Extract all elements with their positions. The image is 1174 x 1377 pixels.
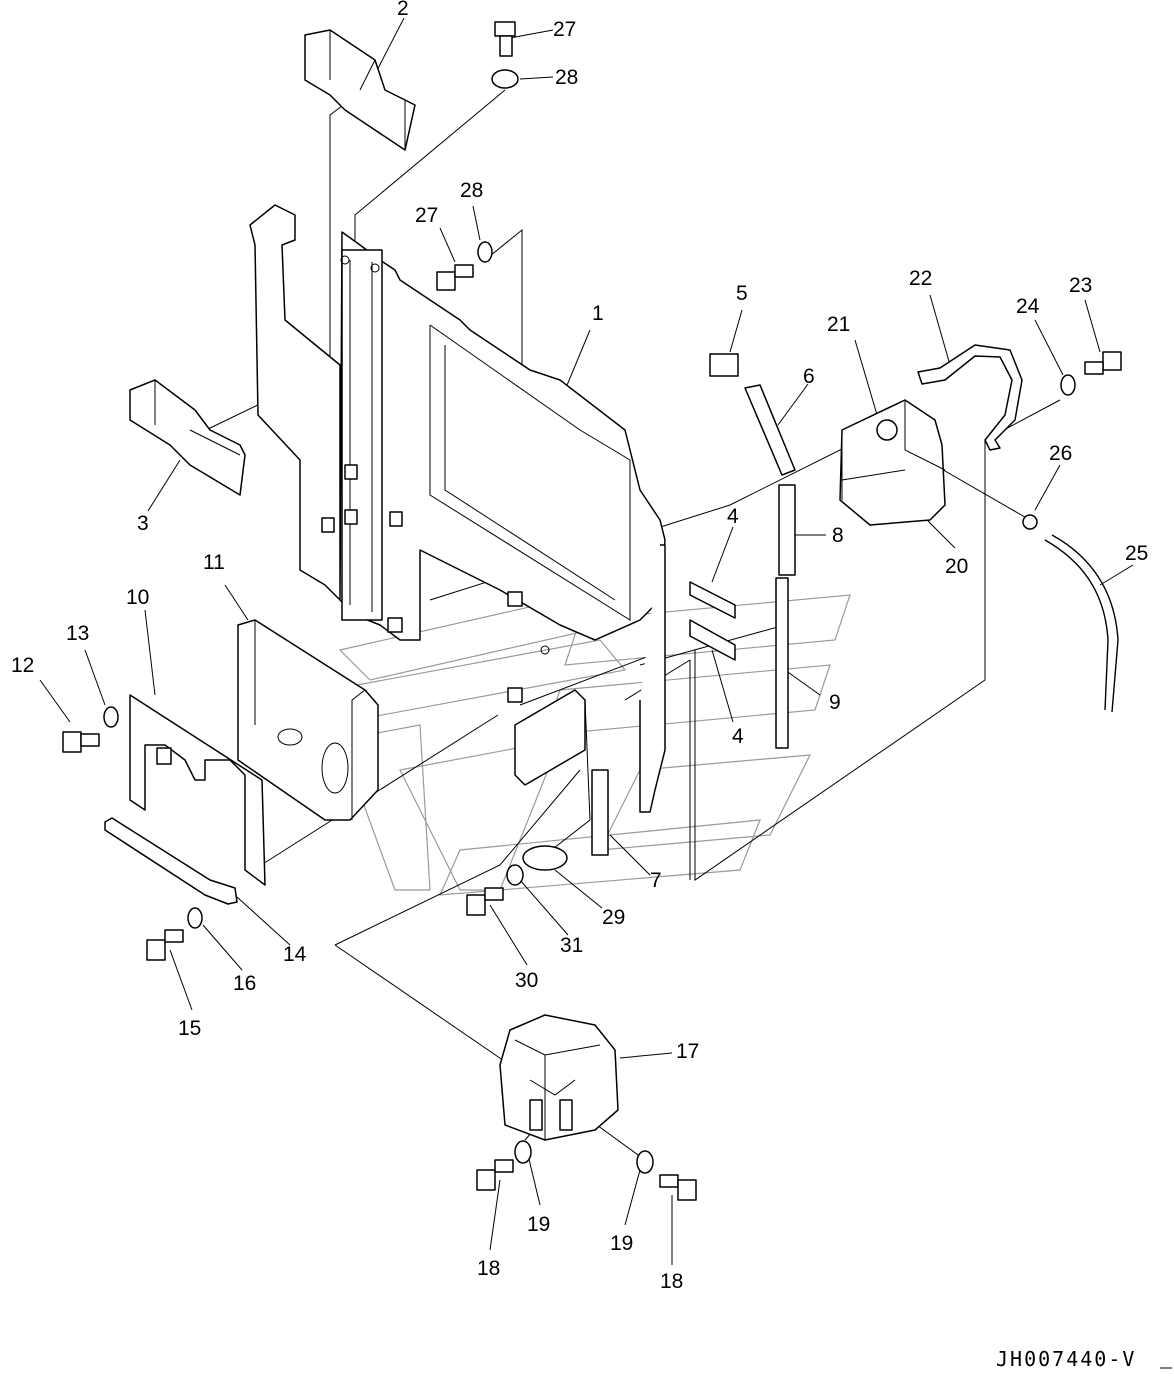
part-1-frame-panel [249,204,691,880]
callout-labels: 1 2 3 4 4 5 6 7 8 9 10 11 12 13 14 15 16… [11,0,1148,1293]
callout-26: 26 [1049,442,1072,465]
callout-28-top: 28 [555,66,578,89]
part-13-washer [103,706,119,728]
part-30-bolt [466,887,504,916]
part-4-pad-lower [689,619,736,661]
part-28-washer-top [491,69,519,89]
callout-23: 23 [1069,274,1092,297]
callout-20: 20 [945,555,968,578]
watermark-logo [328,594,851,896]
part-7-block [591,769,609,856]
callout-21: 21 [827,313,850,336]
callout-8: 8 [832,524,844,547]
callout-27-center: 27 [415,204,438,227]
part-6-strip [744,384,796,476]
callout-14: 14 [283,943,307,966]
part-15-bolt [146,929,184,961]
part-19-washer-right [636,1150,654,1174]
callout-29: 29 [602,906,625,929]
part-12-bolt [62,731,100,753]
part-18-bolt-left [476,1159,514,1191]
part-11-cover-box [237,619,379,821]
callout-12: 12 [11,654,34,677]
part-26-clip [1022,514,1038,530]
part-8-strip [778,484,796,576]
callout-9: 9 [829,691,841,714]
callout-30: 30 [515,969,538,992]
part-19-washer-left [514,1140,532,1164]
callout-19-right: 19 [610,1232,633,1255]
part-27-bolt-top [494,21,516,57]
part-22-strap-bracket [917,344,1023,451]
callout-3: 3 [137,512,149,535]
part-21-filler-cap [876,419,898,441]
part-25-hose [1044,539,1109,711]
callout-17: 17 [676,1040,699,1063]
callout-19-left: 19 [527,1213,550,1236]
callout-28-center: 28 [460,179,483,202]
leader-lines [39,17,1134,1265]
callout-2: 2 [397,0,409,20]
callout-1: 1 [592,302,604,325]
part-29-cushion [522,845,568,871]
part-5-block [709,353,739,377]
callout-18-right: 18 [660,1270,683,1293]
callout-16: 16 [233,972,256,995]
callout-22: 22 [909,267,932,290]
callout-27-top: 27 [553,18,576,41]
part-16-washer [187,907,203,929]
part-4-pad-upper [689,581,736,619]
part-18-bolt-right [659,1174,697,1201]
drawing-code: JH007440-V [996,1347,1136,1371]
callout-4-upper: 4 [727,505,739,528]
part-31-washer [506,864,524,886]
callout-31: 31 [560,934,583,957]
part-24-washer [1060,374,1076,396]
callout-4-lower: 4 [732,725,744,748]
callout-15: 15 [178,1017,201,1040]
callout-10: 10 [126,586,149,609]
part-3-foam-pad [129,379,246,496]
callout-6: 6 [803,365,815,388]
part-17-valve-body [499,1014,619,1141]
callout-18-left: 18 [477,1257,500,1280]
callout-7: 7 [650,869,662,892]
callout-11: 11 [203,551,225,574]
part-14-strip [104,817,238,905]
part-20-reservoir-tank [839,399,946,526]
part-10-bracket-plate [129,694,266,886]
callout-24: 24 [1016,295,1040,318]
part-23-bolt [1084,351,1122,375]
callout-25: 25 [1125,542,1148,565]
part-9-strip [775,577,789,749]
callout-13: 13 [66,622,89,645]
part-28-washer-center [477,241,493,263]
part-27-bolt-center [436,264,474,291]
callout-5: 5 [736,282,748,305]
